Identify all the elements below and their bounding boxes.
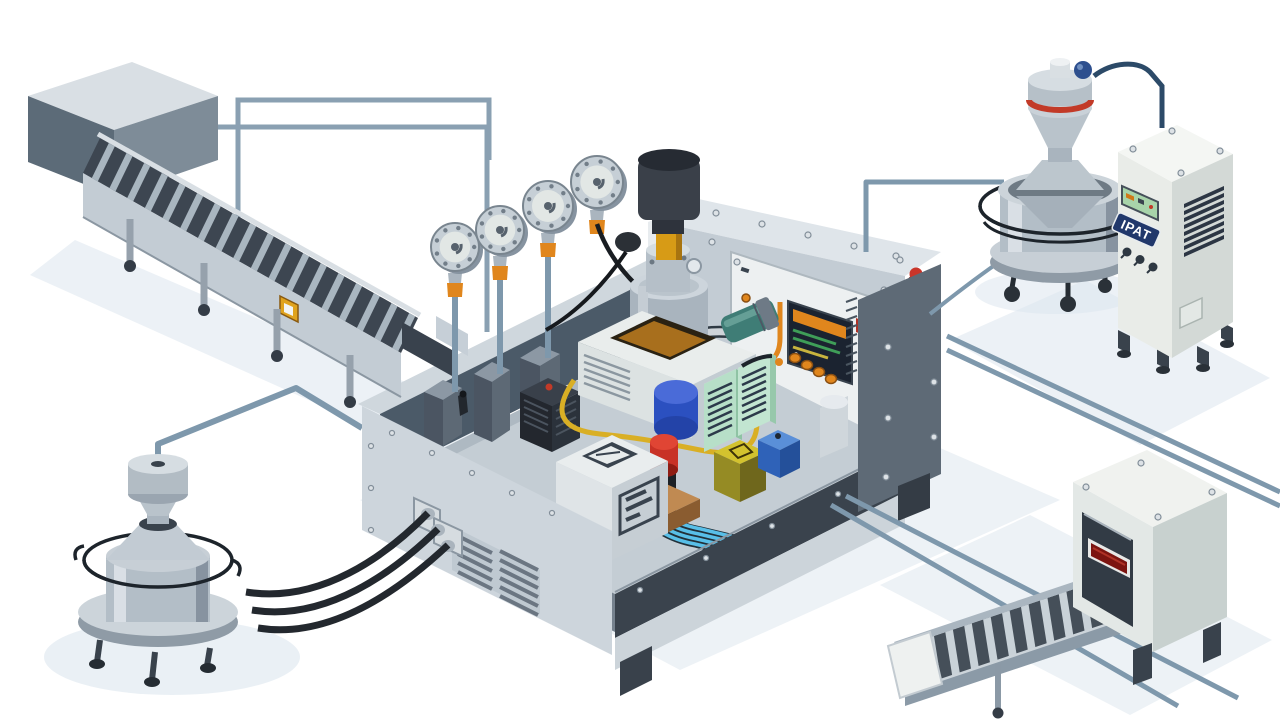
control-cabinet: IPAT [1111, 125, 1234, 374]
press-shaft [656, 230, 682, 260]
outfeed-near-rail [905, 616, 1132, 706]
tank-feed-pipe [155, 385, 364, 460]
machine-foot [620, 646, 652, 696]
outfeed-assembly [886, 450, 1227, 719]
holding-tank [73, 385, 364, 687]
slab-top-face [658, 198, 941, 276]
red-ring [1026, 99, 1094, 113]
tunnel-screws [1082, 459, 1216, 521]
terminal-block [714, 440, 766, 502]
supply-hoses [245, 510, 451, 634]
outfeed-end-block [886, 630, 944, 700]
left-front-panel [362, 406, 612, 655]
panel-button [812, 366, 826, 378]
apron-rivets [636, 490, 842, 594]
cabinet-vents [1184, 186, 1224, 257]
tunnel-mouth [1082, 512, 1133, 627]
panel-buttons [788, 352, 838, 385]
left-panel-rivets [367, 429, 556, 534]
inner-front-band [615, 448, 905, 638]
white-elbow-pipe [820, 395, 848, 458]
pressure-gauge [474, 205, 528, 442]
panel-button [788, 352, 802, 364]
vent-grille [452, 526, 540, 617]
belt-cleats [91, 143, 416, 352]
cabinet-knobs [1120, 247, 1158, 274]
cabinet-brand-plate: IPAT [1111, 212, 1161, 248]
cabinet-nameplate [1179, 296, 1203, 330]
infeed-conveyor [28, 62, 468, 408]
panel-button [800, 359, 814, 371]
screen-orange-bar [793, 309, 846, 339]
conveyor-skirt [83, 173, 401, 397]
green-modules [704, 353, 783, 452]
cabinet-screws [1129, 127, 1224, 177]
side-knob [615, 232, 641, 252]
press-cap [638, 158, 700, 220]
machine-foot-right [898, 473, 930, 521]
pressure-gauge [424, 222, 483, 446]
tunnel-side [1153, 493, 1227, 652]
small-blue-box [758, 430, 800, 478]
right-panel-screws [882, 343, 938, 481]
conveyor-end-chute [402, 322, 452, 376]
tank-legs [94, 639, 213, 681]
right-side-panel [858, 264, 941, 512]
hose-coupler [721, 297, 780, 343]
pressure-gauge [570, 155, 627, 234]
tank-return-pipe [863, 179, 1004, 252]
front-apron [615, 492, 905, 670]
main-machine [245, 149, 941, 696]
cabinet-top [1118, 125, 1233, 182]
dip-switch-column [845, 297, 858, 375]
guard-railing [160, 97, 492, 332]
blue-valve-knob [1074, 61, 1092, 79]
conveyor-motor-box [28, 62, 218, 130]
tunnel-top [1073, 450, 1227, 527]
blue-capacitor [654, 380, 698, 440]
conveyor-legs [124, 219, 356, 408]
navy-feed-pipe [1092, 61, 1165, 128]
conveyor-belt [83, 138, 418, 353]
panel-button [824, 373, 838, 385]
tunnel-unit [1073, 450, 1227, 685]
